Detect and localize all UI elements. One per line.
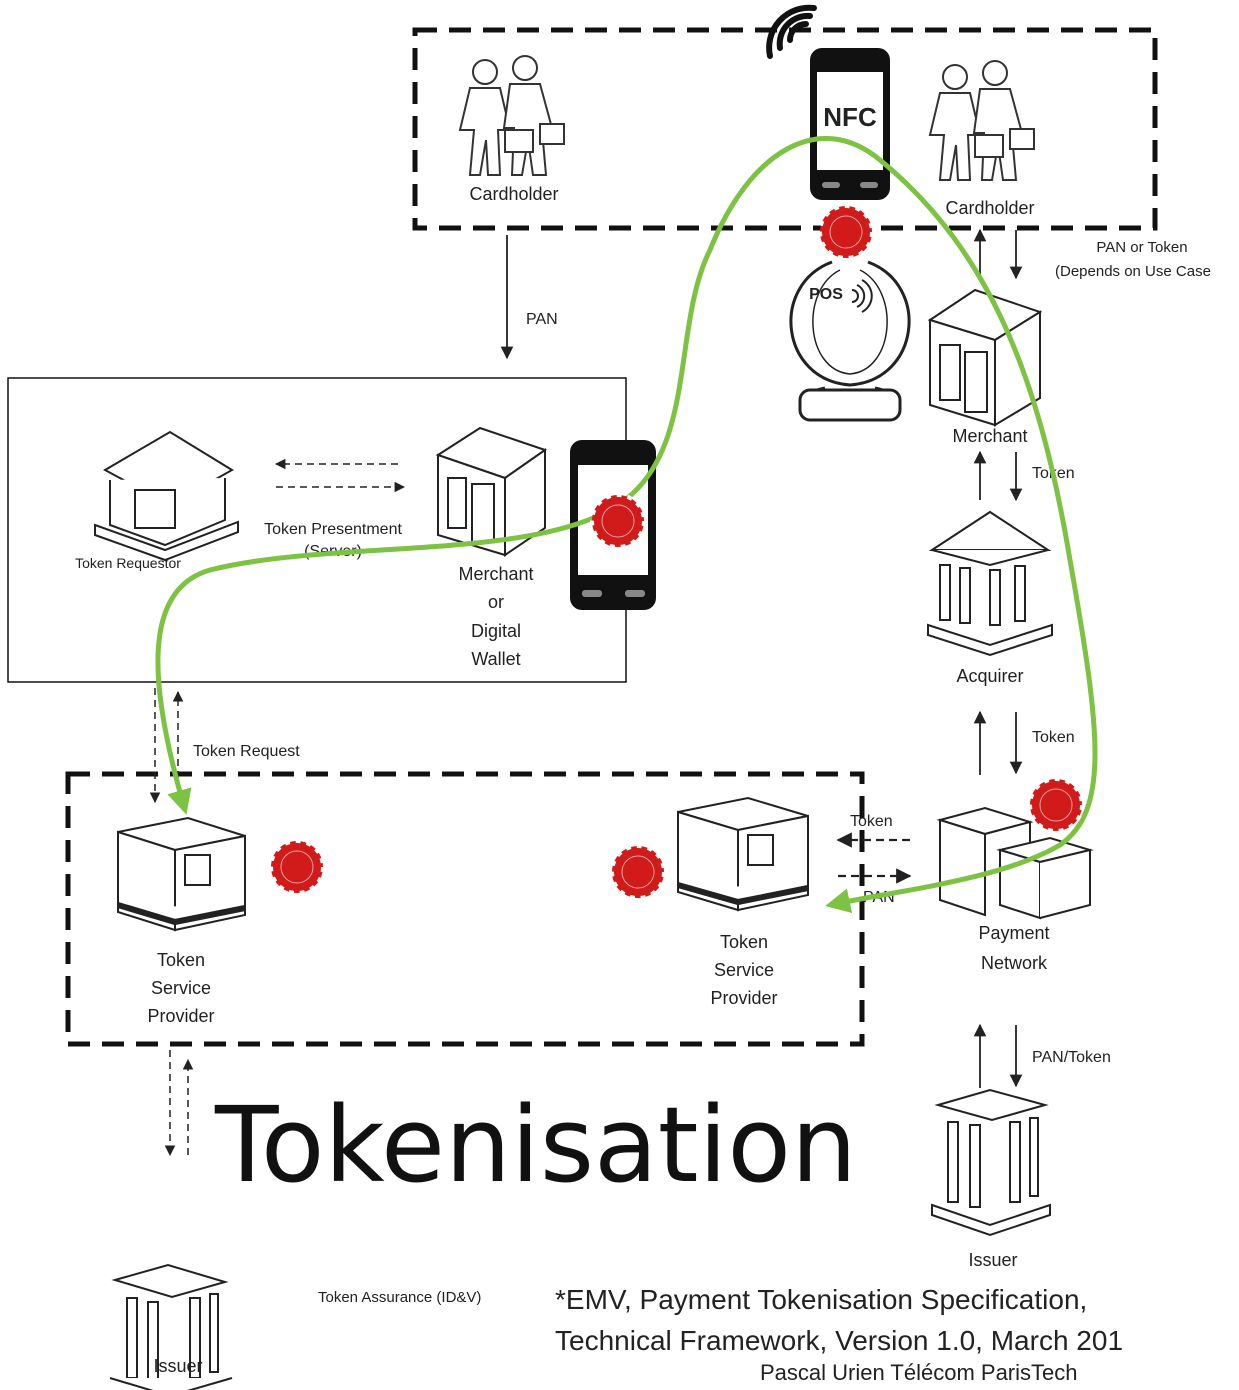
merchant-label: Merchant: [952, 426, 1027, 446]
tsp-right-label-1: Token: [720, 932, 768, 952]
merchant-wallet-label-3: Digital: [471, 621, 521, 641]
tsp-left-label-1: Token: [157, 950, 205, 970]
merchant-wallet-building-icon: [435, 426, 548, 557]
edge-token-request: Token Request: [193, 743, 300, 760]
edge-token-tsp: Token: [850, 813, 893, 830]
cardholder-left-icon: [458, 55, 565, 176]
acquirer-bank-icon: [927, 510, 1053, 657]
edge-pan-or-token-1: PAN or Token: [1096, 239, 1187, 256]
merchant-building-icon: [927, 288, 1043, 427]
nfc-label: NFC: [823, 102, 877, 132]
tsp-left-server-icon: [117, 816, 246, 932]
cardholder-left-label: Cardholder: [469, 184, 558, 204]
citation-line-2: Technical Framework, Version 1.0, March …: [555, 1325, 1123, 1356]
cardholder-right-icon: [928, 60, 1035, 181]
merchant-wallet-label-1: Merchant: [458, 564, 533, 584]
payment-flow-curve: [155, 135, 1098, 914]
cardholder-zone: [412, 27, 1158, 231]
issuer-right-label: Issuer: [968, 1250, 1017, 1270]
issuer-right-bank-icon: [931, 1088, 1051, 1237]
edge-token-acquirer-network: Token: [1032, 729, 1075, 746]
payment-network-label-1: Payment: [978, 923, 1049, 943]
chip-icon-network: [1028, 777, 1084, 833]
tsp-right-label-3: Provider: [710, 988, 777, 1008]
issuer-left-bank-icon: [109, 1263, 233, 1390]
citation-line-1: *EMV, Payment Tokenisation Specification…: [555, 1284, 1087, 1315]
edge-token-assurance: Token Assurance (ID&V): [318, 1289, 481, 1306]
merchant-wallet-label-2: or: [488, 592, 504, 612]
tsp-right-server-icon: [677, 796, 809, 912]
edge-pan-top: PAN: [526, 311, 558, 328]
tsp-right-label-2: Service: [714, 960, 774, 980]
author-credit: Pascal Urien Télécom ParisTech: [760, 1360, 1078, 1385]
cardholder-right-label: Cardholder: [945, 198, 1034, 218]
chip-icon-tsp-right: [610, 844, 666, 900]
contactless-icon: [851, 279, 873, 313]
edge-pan-token-issuer: PAN/Token: [1032, 1049, 1111, 1066]
pos-label: POS: [809, 286, 843, 303]
edge-pan-or-token-2: (Depends on Use Case: [1055, 263, 1211, 280]
token-presentment-label-1: Token Presentment: [264, 521, 402, 538]
merchant-wallet-label-4: Wallet: [471, 649, 520, 669]
chip-icon-tsp-left: [269, 839, 325, 895]
nfc-signal-icon: [766, 4, 817, 59]
chip-icon-pos: [818, 204, 874, 260]
chip-icon-wallet: [590, 493, 646, 549]
tsp-zone: [65, 771, 865, 1047]
issuer-left-label: Issuer: [153, 1356, 202, 1376]
page-title: Tokenisation: [214, 1084, 857, 1206]
tsp-left-label-3: Provider: [147, 1006, 214, 1026]
acquirer-label: Acquirer: [956, 666, 1023, 686]
token-requestor-bank-icon: [94, 430, 239, 562]
pos-terminal-icon: [789, 260, 911, 422]
token-requestor-label: Token Requestor: [75, 555, 181, 571]
tsp-left-label-2: Service: [151, 978, 211, 998]
payment-network-label-2: Network: [981, 953, 1048, 973]
